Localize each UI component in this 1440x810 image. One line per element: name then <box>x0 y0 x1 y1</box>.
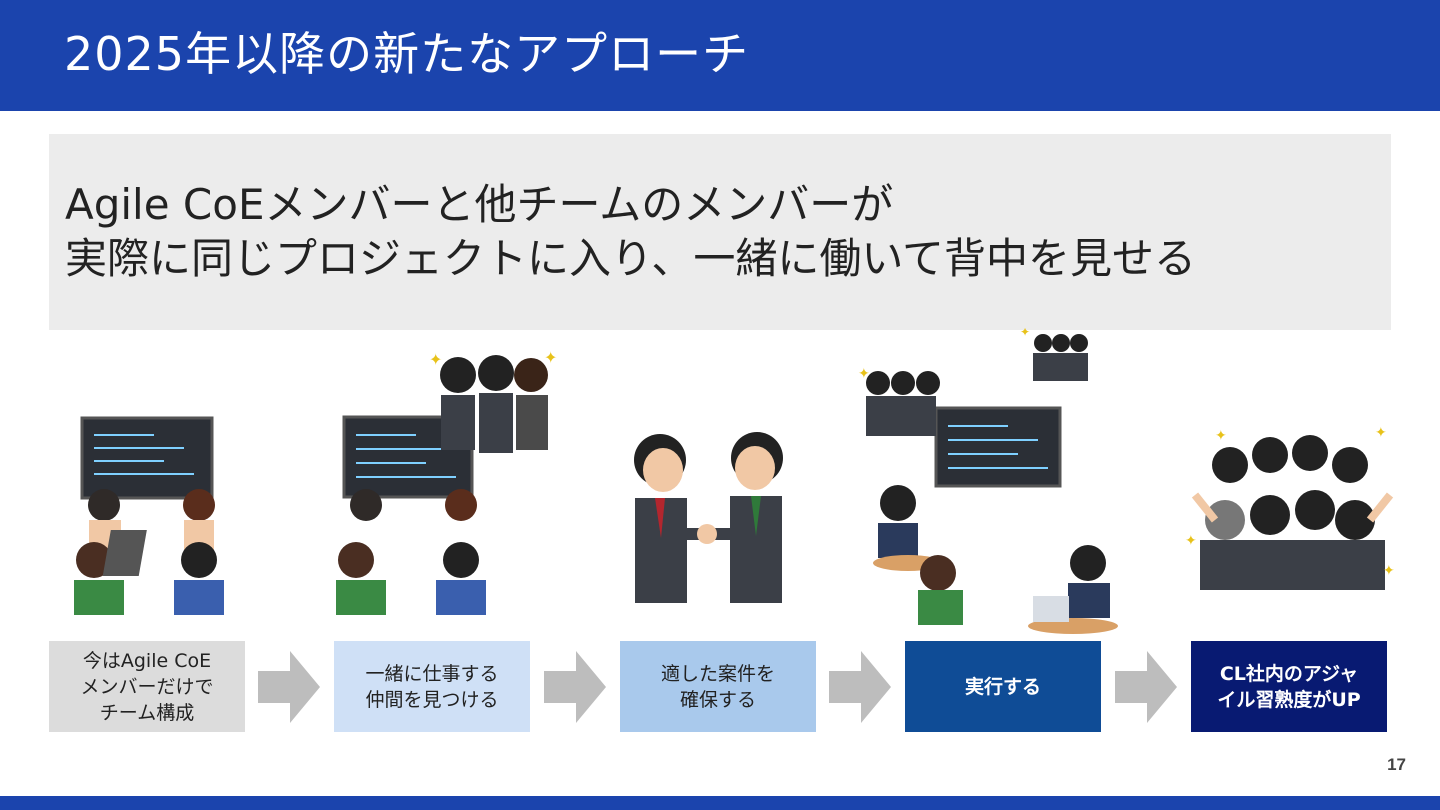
title-bar: 2025年以降の新たなアプローチ <box>0 0 1440 111</box>
key-message-line-1: Agile CoEメンバーと他チームのメンバーが <box>65 178 1196 232</box>
slide-title: 2025年以降の新たなアプローチ <box>64 22 749 86</box>
svg-text:✦: ✦ <box>1020 328 1030 339</box>
step-label: 今はAgile CoE メンバーだけで チーム構成 <box>80 648 213 726</box>
svg-text:✦: ✦ <box>1215 428 1227 444</box>
step-label: 適した案件を 確保する <box>661 661 775 713</box>
step-agility-up: CL社内のアジャ イル習熟度がUP <box>1191 641 1387 732</box>
key-message-box: Agile CoEメンバーと他チームのメンバーが 実際に同じプロジェクトに入り、… <box>49 134 1391 330</box>
key-message-line-2: 実際に同じプロジェクトに入り、一緒に働いて背中を見せる <box>65 232 1196 286</box>
right-arrow-icon <box>1115 651 1177 723</box>
key-message: Agile CoEメンバーと他チームのメンバーが 実際に同じプロジェクトに入り、… <box>65 178 1196 286</box>
step-current-team: 今はAgile CoE メンバーだけで チーム構成 <box>49 641 245 732</box>
right-arrow-icon <box>258 651 320 723</box>
step-label: CL社内のアジャ イル習熟度がUP <box>1217 661 1360 713</box>
team-with-joining-members-illustration: ✦✦ <box>326 345 566 620</box>
svg-text:✦: ✦ <box>1375 425 1387 441</box>
celebrating-group-illustration: ✦ ✦ ✦ ✦ <box>1185 425 1400 590</box>
svg-text:✦: ✦ <box>429 350 442 369</box>
step-label: 実行する <box>965 674 1041 700</box>
right-arrow-icon <box>544 651 606 723</box>
footer-bar <box>0 796 1440 810</box>
svg-text:✦: ✦ <box>544 348 557 367</box>
step-find-partners: 一緒に仕事する 仲間を見つける <box>334 641 530 732</box>
expanded-team-working-illustration: ✦✦ <box>858 328 1123 640</box>
right-arrow-icon <box>829 651 891 723</box>
svg-text:✦: ✦ <box>858 366 870 382</box>
handshake-illustration <box>625 428 795 606</box>
team-at-monitor-illustration <box>64 410 234 620</box>
step-secure-project: 適した案件を 確保する <box>620 641 816 732</box>
page-number: 17 <box>1387 755 1406 775</box>
svg-text:✦: ✦ <box>1383 563 1395 579</box>
step-label: 一緒に仕事する 仲間を見つける <box>365 661 498 713</box>
svg-text:✦: ✦ <box>1185 533 1197 549</box>
step-execute: 実行する <box>905 641 1101 732</box>
